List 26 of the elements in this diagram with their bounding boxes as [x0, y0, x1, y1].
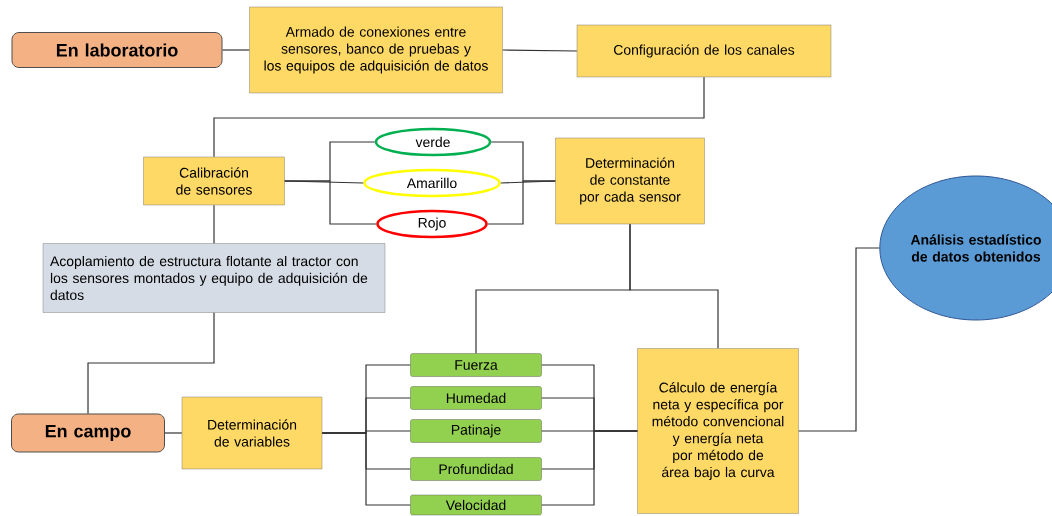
process-box: Armado de conexiones entre sensores, banco de pruebas y los equipos de adquisición de datos [249, 6, 503, 94]
process-box: Calibración de sensores [143, 156, 285, 206]
connector-line [629, 223, 719, 349]
connector-line [221, 49, 250, 51]
process-box: Determinación de constante por cada sensor [555, 137, 705, 225]
connector-line [213, 204, 215, 244]
connector-line [541, 430, 638, 506]
stage-box: En laboratorio [11, 32, 223, 68]
stage-box: En campo [11, 413, 165, 453]
process-box: Cálculo de energía neta y específica por método convencional y energía neta por método de área bajo la curva [637, 348, 799, 514]
connector-line [284, 180, 377, 225]
variable-box: Patinaje [410, 419, 542, 443]
connector-line [213, 76, 705, 158]
variable-box: Fuerza [410, 353, 542, 377]
process-box: Determinación de variables [181, 396, 323, 470]
process-box: Acoplamiento de estructura flotante al tractor con los sensores montados y equipo de adquisición de datos [42, 243, 386, 313]
connector-line [487, 180, 556, 225]
connector-line [798, 247, 880, 432]
variable-box: Velocidad [410, 494, 542, 516]
variable-box: Profundidad [410, 457, 542, 481]
variable-box: Humedad [410, 386, 542, 410]
connector-line [502, 49, 578, 52]
connector-line [321, 432, 411, 506]
connector-line [164, 432, 183, 434]
connector-line [87, 312, 215, 415]
process-box: Configuración de los canales [576, 24, 832, 78]
